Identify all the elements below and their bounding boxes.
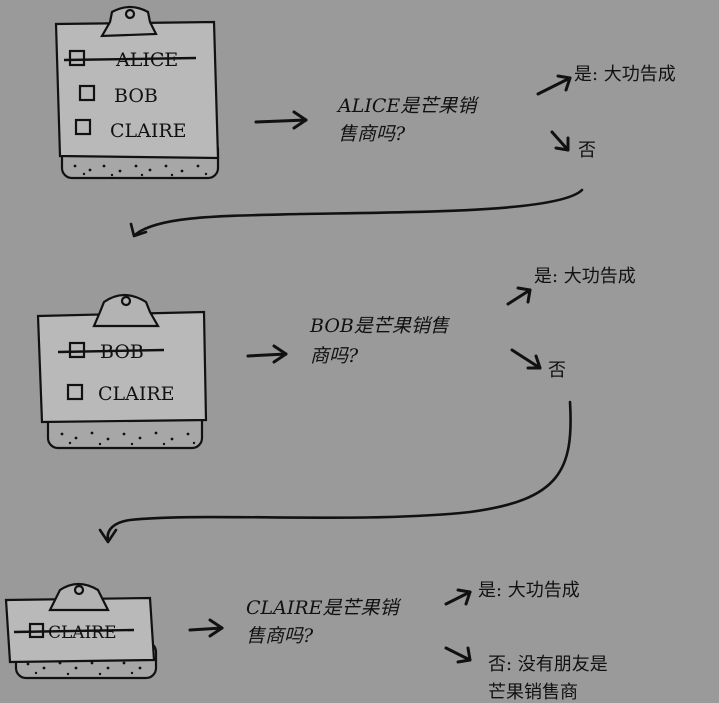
no-outcome: 芒果销售商 — [488, 682, 578, 703]
clipboard-2-item-2: CLAIRE — [66, 383, 175, 405]
no-branch-3: 否: 没有朋友是 芒果销售商 — [444, 646, 608, 703]
clipboard-1-item-1: ALICE — [63, 49, 197, 71]
list-item-name: CLAIRE — [98, 383, 175, 405]
clipboard-2-item-1: BOB — [57, 341, 165, 363]
step-1: ALICE BOB CLAIRE ALICE是芒果销 售商吗? 是: 大功告成 — [54, 5, 676, 238]
question-line: CLAIRE是芒果销 — [246, 597, 402, 619]
no-outcome: 否: 没有朋友是 — [488, 654, 608, 675]
strikethrough-line — [57, 348, 165, 354]
clipboard-3-clip — [48, 582, 110, 612]
list-item-name: CLAIRE — [110, 120, 187, 142]
checkbox-icon — [78, 84, 96, 102]
list-item-name: CLAIRE — [48, 623, 117, 643]
question-1: ALICE是芒果销 售商吗? — [336, 95, 479, 145]
no-branch-2: 否 — [510, 348, 566, 381]
yes-branch-1: 是: 大功告成 — [536, 64, 676, 96]
question-line: BOB是芒果销售 — [309, 315, 451, 337]
arrow-to-step-2 — [129, 188, 584, 238]
no-branch-1: 否 — [550, 130, 596, 161]
clipboard-1-paper — [54, 20, 220, 160]
question-line: 售商吗? — [246, 625, 314, 647]
clipboard-2-clip — [92, 293, 160, 328]
clipboard-1: ALICE BOB CLAIRE — [54, 5, 220, 180]
clipboard-1-item-3: CLAIRE — [74, 118, 187, 142]
clipboard-3-clip-hole — [73, 584, 85, 596]
step-2: BOB CLAIRE BOB是芒果销售 商吗? 是: 大功告成 否 — [36, 266, 636, 544]
checkbox-icon — [68, 341, 86, 359]
yes-branch-2: 是: 大功告成 — [506, 266, 636, 306]
question-2: BOB是芒果销售 商吗? — [309, 315, 451, 367]
clipboard-1-item-2: BOB — [78, 84, 158, 107]
question-line: ALICE是芒果销 — [336, 95, 479, 117]
arrow-to-question-3 — [188, 618, 224, 638]
yes-outcome: 是: 大功告成 — [478, 580, 580, 601]
arrow-to-question-2 — [246, 344, 288, 364]
clipboard-2-paper — [36, 310, 208, 424]
no-outcome: 否 — [578, 140, 596, 161]
question-line: 商吗? — [310, 345, 359, 367]
clipboard-1-clip — [100, 5, 158, 38]
clipboard-1-texture — [73, 164, 208, 177]
question-line: 售商吗? — [338, 123, 406, 145]
checkbox-icon — [68, 49, 86, 67]
clipboard-3-item-1: CLAIRE — [13, 622, 135, 643]
step-3: CLAIRE CLAIRE是芒果销 售商吗? 是: 大功告成 否: 没有朋友是 … — [4, 580, 608, 703]
list-item-name: BOB — [114, 85, 158, 107]
yes-outcome: 是: 大功告成 — [534, 266, 636, 287]
clipboard-2-texture — [60, 431, 196, 446]
clipboard-1-clip-hole — [124, 8, 136, 20]
strikethrough-line — [13, 628, 135, 634]
strikethrough-line — [63, 56, 197, 62]
question-3: CLAIRE是芒果销 售商吗? — [246, 597, 402, 647]
arrow-to-question-1 — [254, 110, 308, 130]
list-item-name: ALICE — [115, 49, 178, 71]
clipboard-3: CLAIRE — [4, 582, 158, 680]
list-item-name: BOB — [100, 341, 144, 363]
no-outcome: 否 — [548, 360, 566, 381]
clipboard-2: BOB CLAIRE — [36, 293, 208, 450]
yes-outcome: 是: 大功告成 — [574, 64, 676, 85]
yes-branch-3: 是: 大功告成 — [444, 580, 580, 606]
arrow-to-step-3 — [98, 400, 572, 544]
checkbox-icon — [66, 383, 84, 401]
checkbox-icon — [74, 118, 92, 136]
clipboard-2-clip-hole — [120, 295, 132, 307]
